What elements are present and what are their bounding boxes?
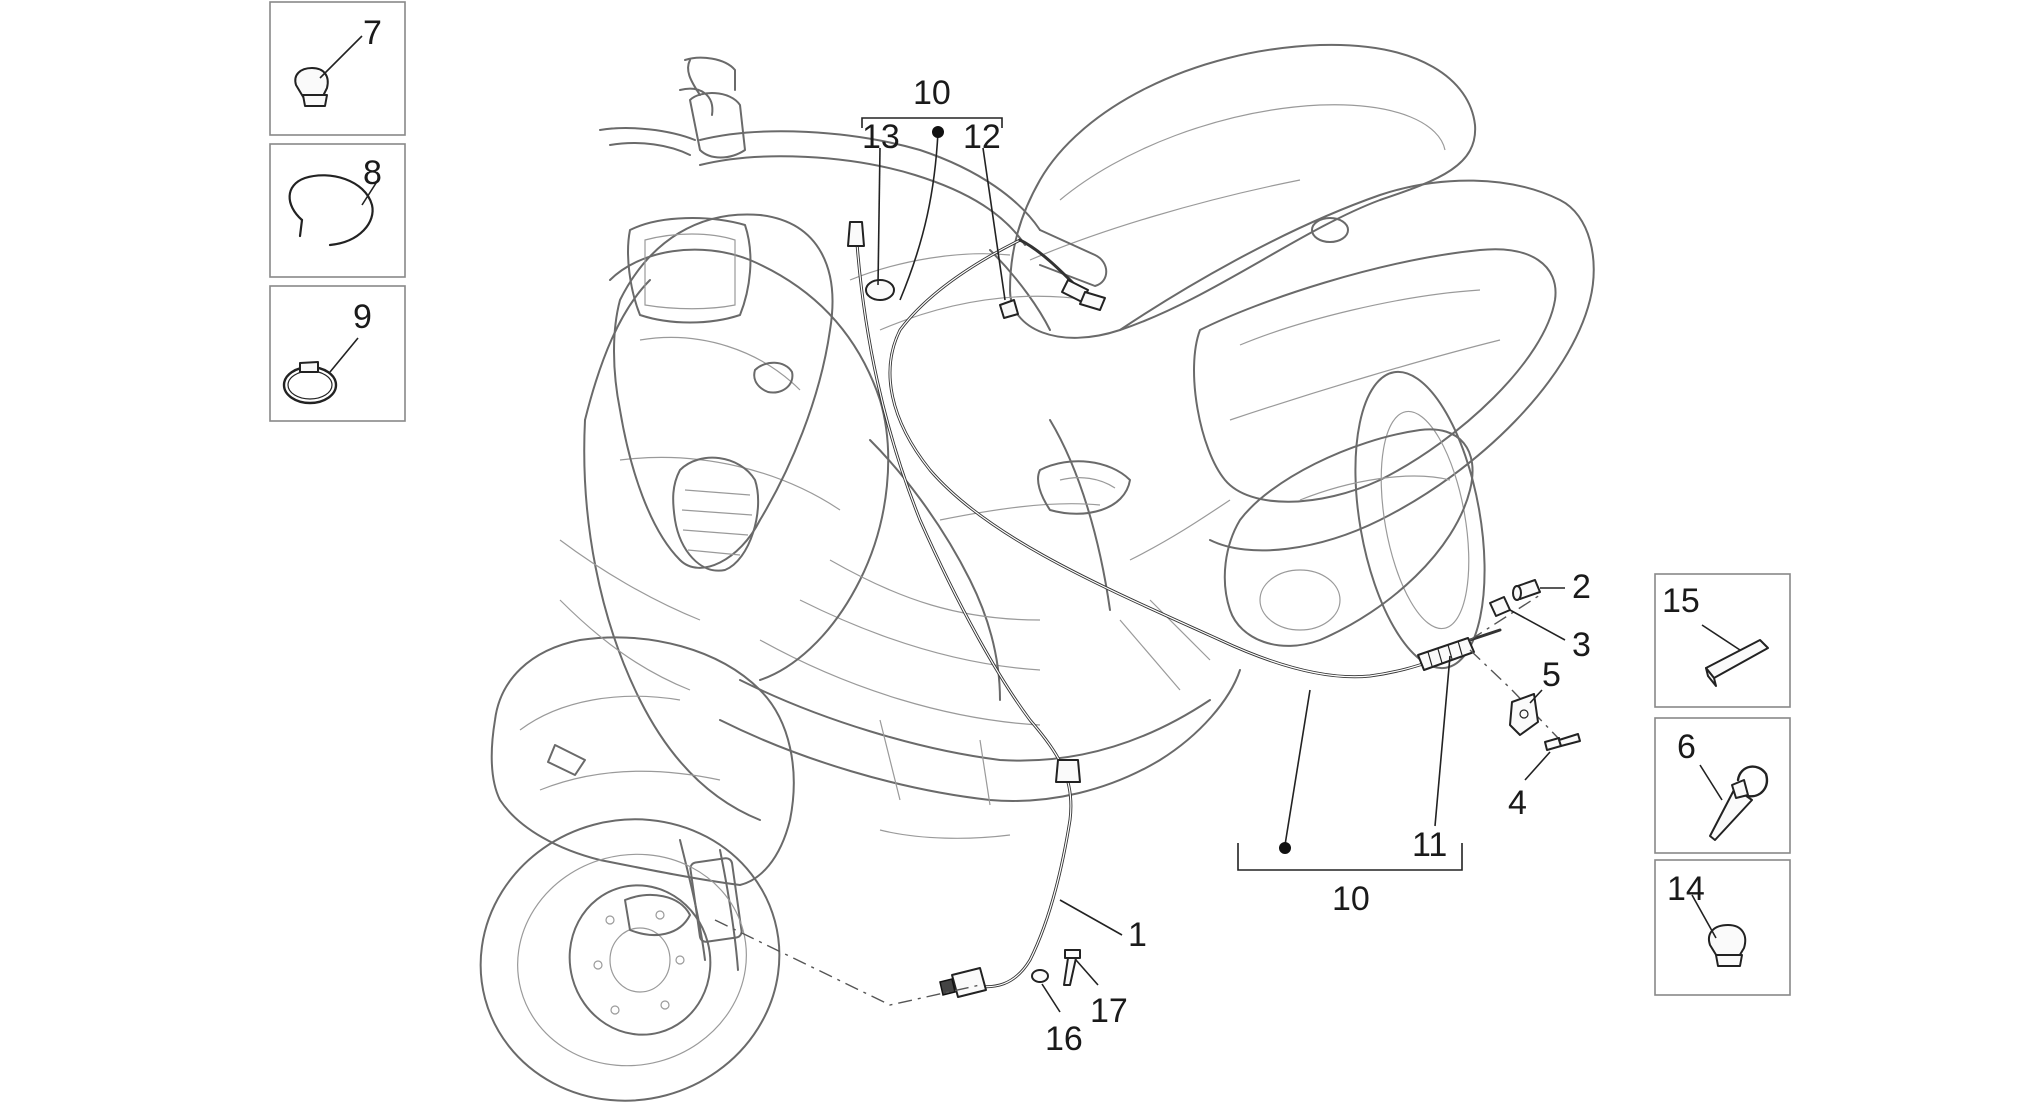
- speedometer-cable: [847, 221, 1081, 998]
- callout-3: 3: [1572, 626, 1591, 664]
- inset-box-8: [269, 143, 406, 278]
- cable-clamps: [865, 279, 1019, 319]
- callout-5: 5: [1542, 656, 1561, 694]
- part-5-bracket: [1509, 693, 1539, 736]
- callout-16: 16: [1045, 1020, 1083, 1058]
- callout-10-bottom: 10: [1332, 880, 1370, 918]
- callout-1: 1: [1128, 916, 1147, 954]
- callout-17: 17: [1090, 992, 1128, 1030]
- callout-13: 13: [862, 118, 900, 156]
- part-2-pin: [1512, 579, 1541, 601]
- callout-10-top: 10: [913, 74, 951, 112]
- callout-6: 6: [1677, 728, 1696, 766]
- rear-brake-cable: [888, 238, 1502, 679]
- part-16-washer: [1031, 969, 1049, 983]
- leader-dot-bottom: [1279, 842, 1291, 854]
- callout-2: 2: [1572, 568, 1591, 606]
- scooter-drawing: [479, 43, 1595, 1102]
- inset-box-6: [1654, 717, 1791, 854]
- callout-14: 14: [1667, 870, 1705, 908]
- callout-9: 9: [353, 298, 372, 336]
- part-4-screw: [1544, 733, 1581, 751]
- inset-box-7: [269, 1, 406, 136]
- callout-15: 15: [1662, 582, 1700, 620]
- inset-box-15: [1654, 573, 1791, 708]
- callout-12: 12: [963, 118, 1001, 156]
- inset-box-9: [269, 285, 406, 422]
- callout-labels: 7 8 9 10 13 12 2 3 5 4 11 10 1 17 16 15 …: [353, 14, 1705, 1058]
- part-3-nut: [1489, 596, 1511, 617]
- callout-8: 8: [363, 154, 382, 192]
- leader-lines: [861, 117, 1566, 1013]
- callout-4: 4: [1508, 784, 1527, 822]
- callout-7: 7: [363, 14, 382, 52]
- leader-dot-top: [932, 126, 944, 138]
- callout-11: 11: [1412, 826, 1447, 864]
- assembly-center-lines: [714, 594, 1561, 1006]
- part-17-screw: [1063, 949, 1081, 986]
- inset-box-14: [1654, 859, 1791, 996]
